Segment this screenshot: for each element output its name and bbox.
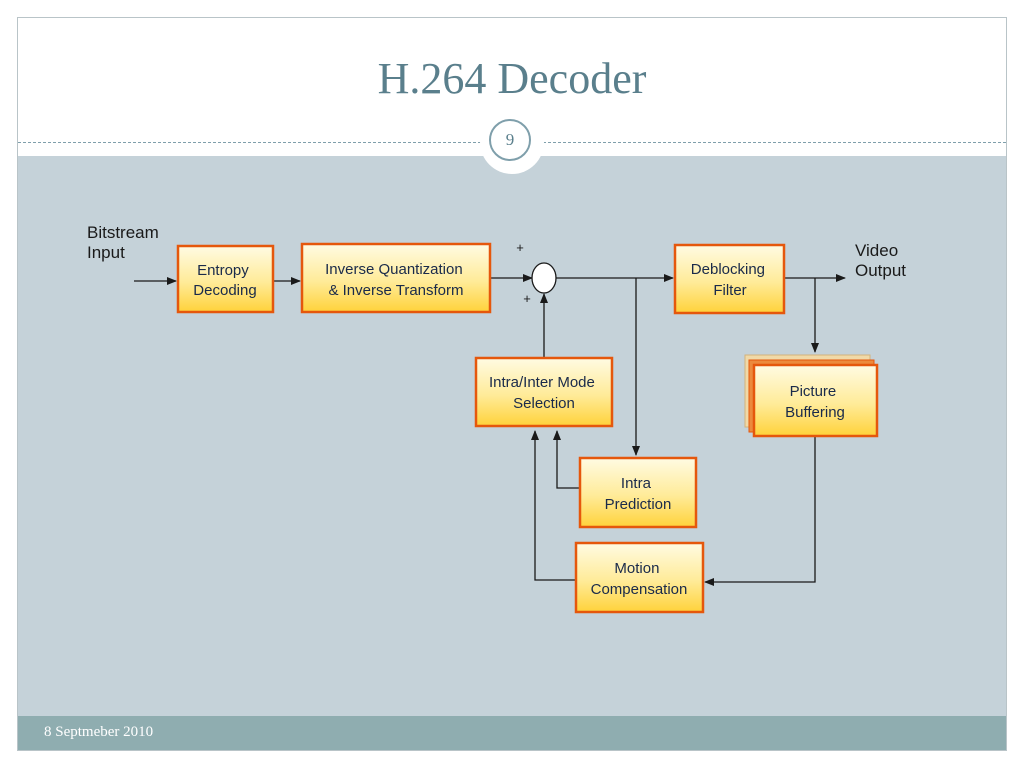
svg-text:Inverse Quantization & I: Inverse Quantization & Inverse Transform [325, 261, 467, 299]
inverse-quantization-line1: Inverse Quantization [325, 261, 463, 278]
video-output-label: Video Output [855, 241, 906, 280]
picture-buffering-block: Picture Buffering [744, 354, 879, 438]
arrow-intra-prediction-to-mode-selection [553, 430, 580, 489]
video-output-line2: Output [855, 261, 906, 280]
deblocking-filter-block: Deblocking Filter [673, 243, 786, 315]
intra-prediction-line1: Intra [621, 475, 652, 492]
inverse-quantization-line2: & Inverse Transform [328, 282, 463, 299]
mode-selection-block: Intra/Inter Mode Selection [474, 356, 614, 428]
mode-selection-line2: Selection [513, 395, 575, 412]
slide-title: H.264 Decoder [377, 54, 647, 103]
video-output-line1: Video [855, 241, 898, 260]
intra-prediction-line2: Prediction [605, 496, 672, 513]
arrow-motion-compensation-to-mode-selection [531, 430, 575, 581]
entropy-decoding-line1: Entropy [197, 262, 249, 279]
entropy-decoding-block: Entropy Decoding [176, 244, 275, 314]
motion-compensation-block: Motion Compensation [574, 541, 705, 614]
entropy-decoding-line2: Decoding [193, 282, 256, 299]
svg-text:Deblocking Filter: Deblocking Filter [691, 261, 769, 299]
picture-buffering-line1: Picture [790, 383, 837, 400]
bitstream-input-line1: Bitstream [87, 223, 159, 242]
plus-sign-bottom: + [523, 291, 531, 306]
motion-compensation-line2: Compensation [591, 581, 688, 598]
svg-text:Entropy Decoding: Entropy Decoding [193, 262, 256, 299]
svg-text:Intra Prediction: Intra Prediction [605, 475, 672, 513]
svg-text:Motion Compensation: Motion Compensation [591, 560, 688, 598]
intra-prediction-block: Intra Prediction [578, 456, 698, 529]
arrow-picture-buffering-to-motion-compensation [704, 437, 816, 586]
inverse-quantization-block: Inverse Quantization & Inverse Transform [300, 242, 492, 314]
deblocking-filter-line2: Filter [713, 282, 746, 299]
motion-compensation-line1: Motion [614, 560, 659, 577]
plus-sign-top: + [516, 240, 524, 255]
picture-buffering-line2: Buffering [785, 404, 845, 421]
footer-bar: 8 Septmeber 2010 [18, 716, 1006, 750]
summing-junction [531, 262, 557, 294]
deblocking-filter-line1: Deblocking [691, 261, 765, 278]
bitstream-input-label: Bitstream Input [87, 223, 164, 262]
mode-selection-line1: Intra/Inter Mode [489, 374, 595, 391]
page-number: 9 [489, 119, 531, 161]
svg-text:Intra/Inter Mode Selecti: Intra/Inter Mode Selection [489, 374, 599, 412]
bitstream-input-line2: Input [87, 243, 125, 262]
footer-date: 8 Septmeber 2010 [44, 724, 154, 740]
svg-text:Picture Buffering: Picture Buffering [785, 383, 845, 421]
